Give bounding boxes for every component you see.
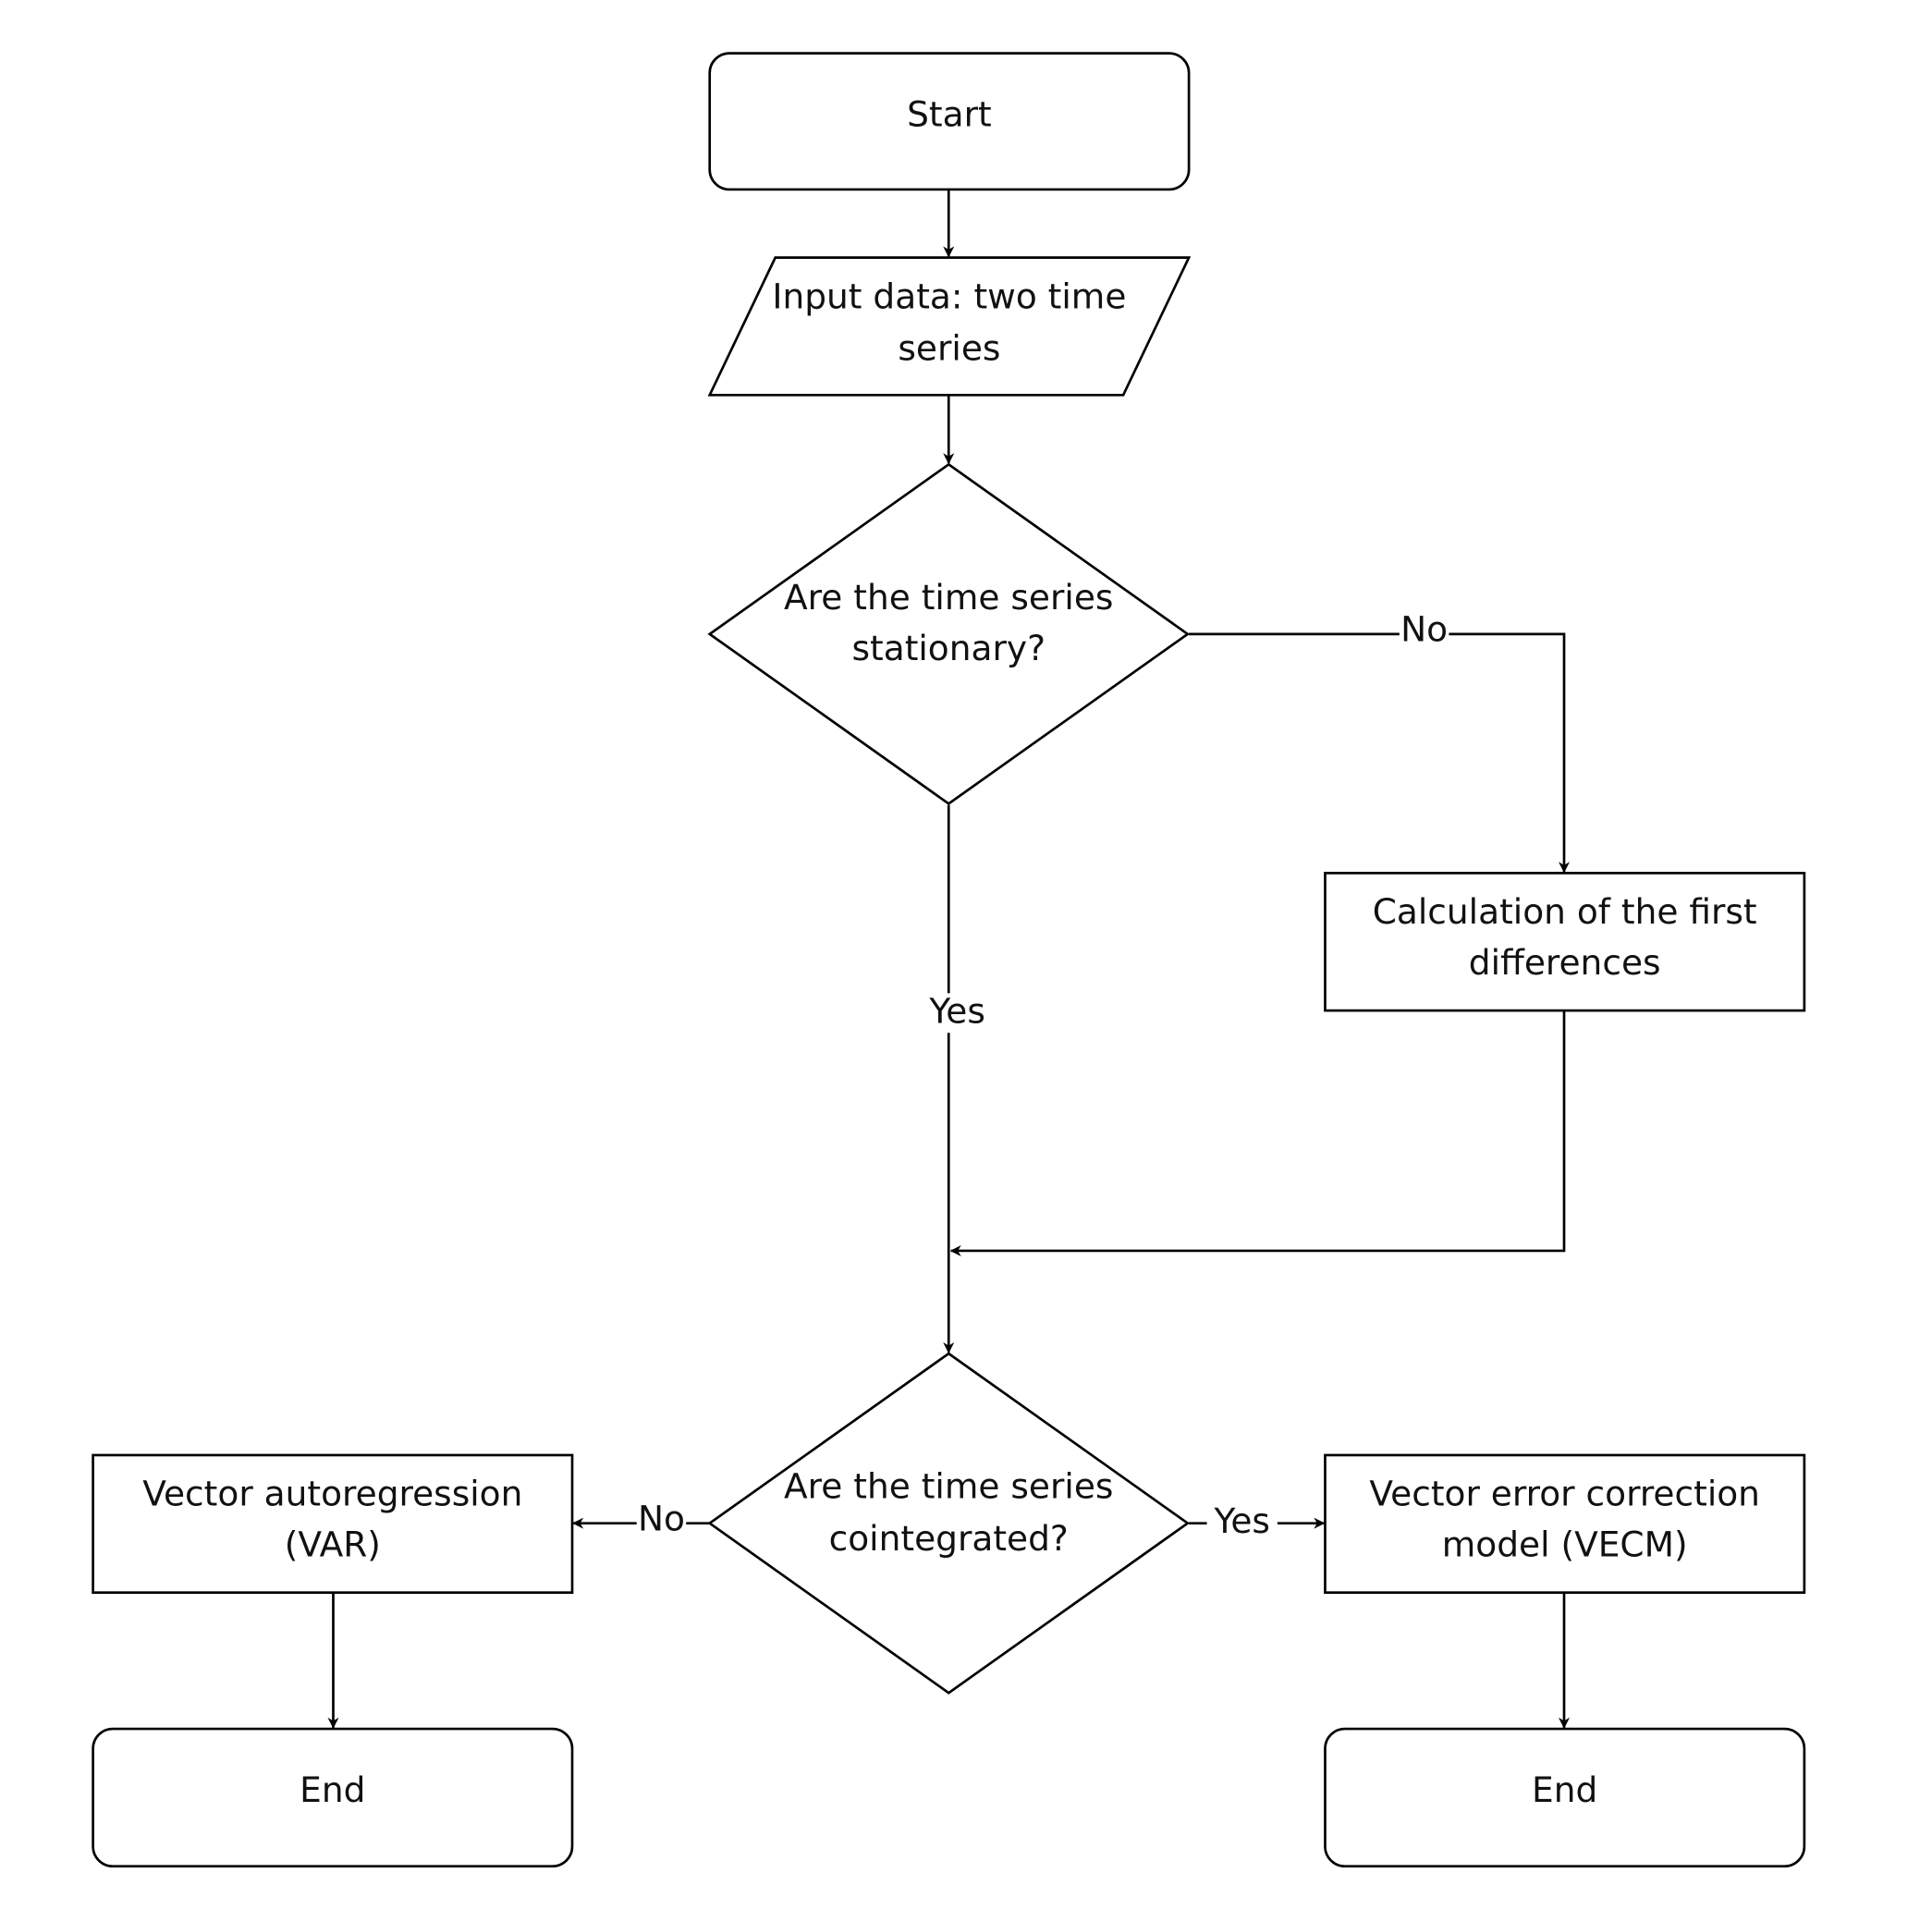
input-shape [707, 256, 1192, 397]
edge-label-text: Yes [1213, 1500, 1270, 1541]
node-label: Calculation of the first [1373, 891, 1757, 932]
process-shape [1324, 872, 1806, 1012]
edge-stationary-no [1189, 632, 1571, 874]
edge-label-cointegrated-yes: Yes [1206, 1500, 1278, 1544]
node-label: Start [907, 93, 992, 134]
edge-differences-merge [949, 1010, 1566, 1256]
node-start: Start [708, 52, 1191, 191]
node-label: model (VECM) [1442, 1524, 1688, 1565]
node-label: End [300, 1769, 365, 1810]
node-end-right: End [1324, 1727, 1806, 1868]
edge-label-text: Yes [928, 990, 985, 1031]
label-background [1206, 1503, 1278, 1544]
node-differences: Calculation of the first differences [1324, 872, 1806, 1012]
node-vecm: Vector error correction model (VECM) [1324, 1453, 1806, 1595]
edge-label-cointegrated-no: No [636, 1498, 687, 1541]
node-stationary: Are the time series stationary? [707, 462, 1191, 806]
node-label: (VAR) [285, 1524, 381, 1565]
node-label: series [898, 328, 1000, 369]
node-input: Input data: two time series [707, 256, 1192, 397]
node-label: Vector error correction [1369, 1474, 1760, 1514]
edge-label-stationary-no: No [1399, 609, 1449, 652]
edge-label-stationary-yes: Yes [922, 990, 993, 1034]
decision-shape [707, 1352, 1191, 1695]
label-background [922, 993, 993, 1034]
node-label: Are the time series [784, 1466, 1113, 1507]
node-var: Vector autoregression (VAR) [92, 1453, 574, 1595]
node-label: stationary? [851, 628, 1045, 668]
node-cointegrated: Are the time series cointegrated? [707, 1352, 1191, 1695]
terminator-shape [1324, 1727, 1806, 1868]
label-background [636, 1500, 687, 1541]
node-label: Are the time series [784, 577, 1113, 618]
process-shape [92, 1453, 574, 1595]
node-label: End [1532, 1769, 1597, 1810]
decision-shape [707, 462, 1191, 806]
terminator-shape [92, 1727, 574, 1868]
node-label: Vector autoregression [142, 1474, 522, 1514]
process-shape [1324, 1453, 1806, 1595]
edge-label-text: No [1400, 609, 1448, 650]
terminator-shape [708, 52, 1191, 191]
label-background [1399, 611, 1449, 652]
edge-label-text: No [638, 1498, 685, 1538]
node-label: Input data: two time [772, 275, 1126, 316]
node-end-left: End [92, 1727, 574, 1868]
node-label: differences [1469, 942, 1661, 983]
node-label: cointegrated? [829, 1518, 1069, 1559]
